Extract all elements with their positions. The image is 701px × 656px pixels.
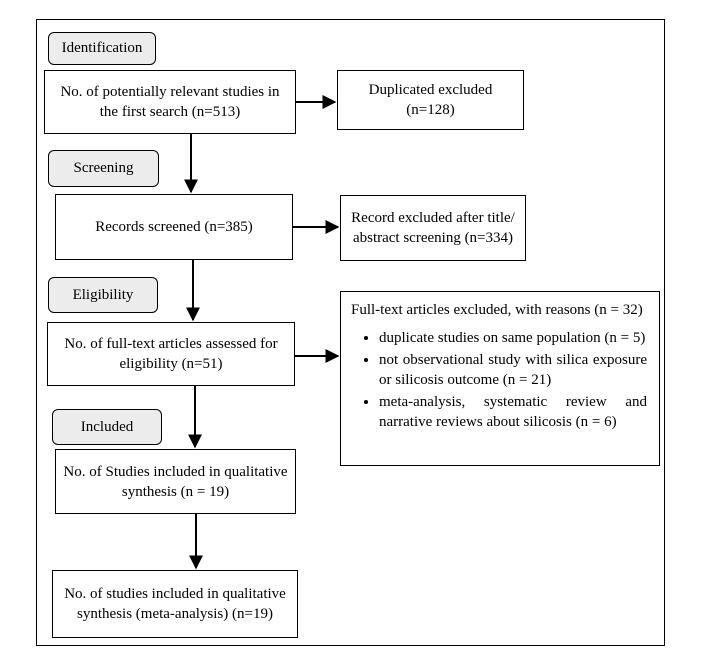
box-full-text-excluded: Full-text articles excluded, with reason… xyxy=(340,291,660,466)
exclusion-reason: not observational study with silica expo… xyxy=(379,350,647,390)
box-duplicates-excluded: Duplicated excluded (n=128) xyxy=(337,70,524,130)
box-full-text-assessed: No. of full-text articles assessed for e… xyxy=(47,322,295,386)
exclusion-reasons-list: duplicate studies on same population (n … xyxy=(351,328,647,432)
box-title-abstract-excluded: Record excluded after title/ abstract sc… xyxy=(340,195,526,261)
stage-included: Included xyxy=(52,409,162,445)
stage-screening: Screening xyxy=(48,150,159,187)
full-text-excluded-title: Full-text articles excluded, with reason… xyxy=(351,302,643,318)
box-records-screened: Records screened (n=385) xyxy=(55,194,293,260)
exclusion-reason: duplicate studies on same population (n … xyxy=(379,328,647,348)
stage-identification: Identification xyxy=(48,32,156,65)
box-meta-analysis: No. of studies included in qualitative s… xyxy=(52,570,298,638)
diagram-frame xyxy=(36,19,665,646)
exclusion-reason: meta-analysis, systematic review and nar… xyxy=(379,392,647,432)
stage-eligibility: Eligibility xyxy=(48,277,158,313)
box-qualitative-synthesis: No. of Studies included in qualitative s… xyxy=(55,449,296,514)
box-initial-search: No. of potentially relevant studies in t… xyxy=(44,70,296,134)
